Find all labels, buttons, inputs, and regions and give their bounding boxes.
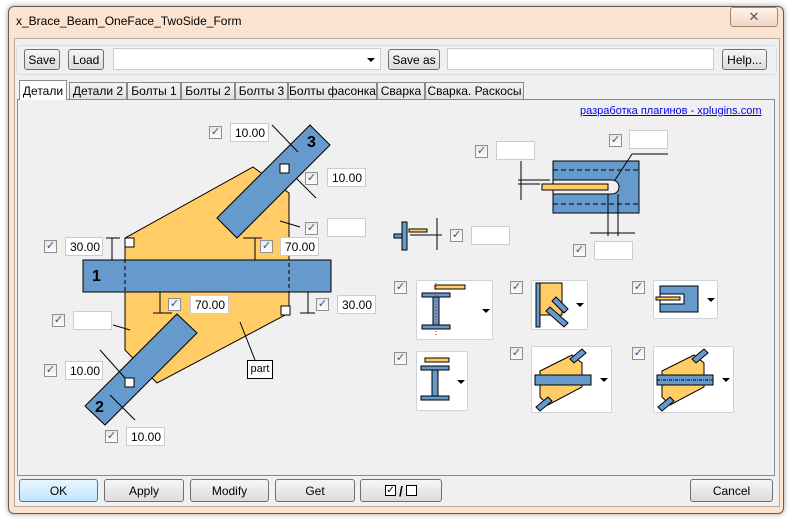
right-bottom-input[interactable]: 30.00 bbox=[337, 295, 376, 314]
apply-button[interactable]: Apply bbox=[104, 479, 184, 502]
bottom-width-checkbox[interactable]: ✓ bbox=[105, 430, 118, 443]
t-section-diagram bbox=[393, 218, 442, 251]
gusset-axis-icon bbox=[656, 348, 714, 412]
option-1-checkbox[interactable]: ✓ bbox=[394, 281, 407, 294]
chevron-down-icon bbox=[457, 380, 465, 384]
close-icon: ✕ bbox=[748, 9, 760, 24]
plate-gap-input[interactable] bbox=[471, 226, 510, 245]
save-button[interactable]: Save bbox=[24, 49, 60, 70]
right-upper-gap-checkbox[interactable]: ✓ bbox=[260, 240, 273, 253]
cancel-button[interactable]: Cancel bbox=[690, 479, 773, 502]
tab-welding[interactable]: Сварка bbox=[377, 82, 425, 99]
tab-brace-welding[interactable]: Сварка. Раскосы bbox=[425, 82, 524, 99]
load-button[interactable]: Load bbox=[68, 49, 104, 70]
brace-plate-icon bbox=[535, 282, 569, 328]
help-button[interactable]: Help... bbox=[722, 49, 767, 70]
chevron-down-icon bbox=[600, 378, 608, 382]
left-top-checkbox[interactable]: ✓ bbox=[44, 240, 57, 253]
brace-connection-dropdown[interactable] bbox=[531, 280, 588, 330]
brace2-angle-checkbox[interactable]: ✓ bbox=[52, 314, 65, 327]
brace3-angle-checkbox[interactable]: ✓ bbox=[305, 222, 318, 235]
part-label: part bbox=[247, 360, 273, 379]
slotted-beam-icon bbox=[655, 285, 699, 313]
tab-gusset-bolts[interactable]: Болты фасонка bbox=[288, 82, 377, 99]
chevron-down-icon bbox=[722, 378, 730, 382]
beam-1 bbox=[82, 259, 332, 293]
brace3-offset-input[interactable]: 10.00 bbox=[327, 168, 366, 187]
modify-button[interactable]: Modify bbox=[190, 479, 269, 502]
slot-length-checkbox[interactable]: ✓ bbox=[573, 244, 586, 257]
checked-box-icon: ✓ bbox=[385, 485, 397, 496]
beam-side-dropdown[interactable] bbox=[416, 351, 468, 411]
brace3-offset-checkbox[interactable]: ✓ bbox=[305, 172, 318, 185]
toggle-all-checkboxes-button[interactable]: ✓ / bbox=[360, 479, 442, 502]
brace3-angle-input[interactable] bbox=[327, 218, 366, 237]
beam-2 bbox=[84, 313, 198, 426]
left-top-input[interactable]: 30.00 bbox=[65, 237, 103, 256]
brace2-offset-input[interactable]: 10.00 bbox=[65, 361, 103, 380]
option-3-checkbox[interactable]: ✓ bbox=[632, 281, 645, 294]
ok-button[interactable]: OK bbox=[19, 479, 98, 502]
slot-radius-checkbox[interactable]: ✓ bbox=[609, 134, 622, 147]
option-2-checkbox[interactable]: ✓ bbox=[510, 281, 523, 294]
xplugins-link[interactable]: разработка плагинов - xplugins.com bbox=[580, 105, 762, 117]
slot-type-dropdown[interactable] bbox=[653, 280, 718, 319]
gusset-axis-dropdown[interactable] bbox=[653, 346, 734, 413]
bottom-width-input[interactable]: 10.00 bbox=[126, 427, 165, 446]
top-width-input[interactable]: 10.00 bbox=[230, 123, 269, 142]
right-slot-diagram bbox=[518, 153, 668, 236]
slot-length-input[interactable] bbox=[594, 241, 633, 260]
i-beam-plate-icon bbox=[421, 283, 466, 337]
get-button[interactable]: Get bbox=[275, 479, 355, 502]
beam-2-label: 2 bbox=[95, 399, 104, 416]
tab-bolts-1[interactable]: Болты 1 bbox=[127, 82, 181, 99]
right-upper-gap-input[interactable]: 70.00 bbox=[280, 237, 319, 256]
gusset-shape-dropdown[interactable] bbox=[531, 346, 612, 413]
i-beam-icon bbox=[420, 357, 450, 401]
beam-position-dropdown[interactable] bbox=[416, 280, 493, 340]
plate-gap-checkbox[interactable]: ✓ bbox=[450, 229, 463, 242]
tab-bolts-3[interactable]: Болты 3 bbox=[235, 82, 288, 99]
unchecked-box-icon bbox=[405, 485, 417, 496]
option-6-checkbox[interactable]: ✓ bbox=[632, 347, 645, 360]
slot-radius-input[interactable] bbox=[629, 130, 668, 149]
chevron-down-icon bbox=[367, 58, 375, 62]
chevron-down-icon bbox=[576, 303, 584, 307]
lower-gap-checkbox[interactable]: ✓ bbox=[168, 298, 181, 311]
save-as-button[interactable]: Save as bbox=[388, 49, 440, 70]
lower-gap-input[interactable]: 70.00 bbox=[190, 295, 229, 314]
slot-gap-input[interactable] bbox=[496, 141, 535, 160]
toggle-slash: / bbox=[399, 482, 403, 499]
beam-3-label: 3 bbox=[307, 134, 316, 151]
brace2-offset-checkbox[interactable]: ✓ bbox=[44, 364, 57, 377]
window-title: x_Brace_Beam_OneFace_TwoSide_Form bbox=[16, 14, 242, 28]
tab-details[interactable]: Детали bbox=[19, 80, 67, 100]
close-button[interactable]: ✕ bbox=[730, 7, 778, 27]
beam-1-label: 1 bbox=[92, 268, 101, 285]
slot-gap-checkbox[interactable]: ✓ bbox=[475, 145, 488, 158]
right-bottom-checkbox[interactable]: ✓ bbox=[316, 298, 329, 311]
toolbar-group bbox=[16, 45, 777, 75]
preset-select[interactable] bbox=[113, 48, 381, 70]
save-as-input[interactable] bbox=[447, 48, 714, 70]
top-width-checkbox[interactable]: ✓ bbox=[209, 126, 222, 139]
option-4-checkbox[interactable]: ✓ bbox=[394, 352, 407, 365]
gusset-icon bbox=[534, 348, 592, 412]
tab-details-2[interactable]: Детали 2 bbox=[69, 82, 127, 99]
tab-bolts-2[interactable]: Болты 2 bbox=[181, 82, 235, 99]
beam-3 bbox=[216, 124, 331, 239]
chevron-down-icon bbox=[707, 298, 715, 302]
brace2-angle-input[interactable] bbox=[73, 311, 112, 330]
chevron-down-icon bbox=[482, 309, 490, 313]
option-5-checkbox[interactable]: ✓ bbox=[510, 347, 523, 360]
